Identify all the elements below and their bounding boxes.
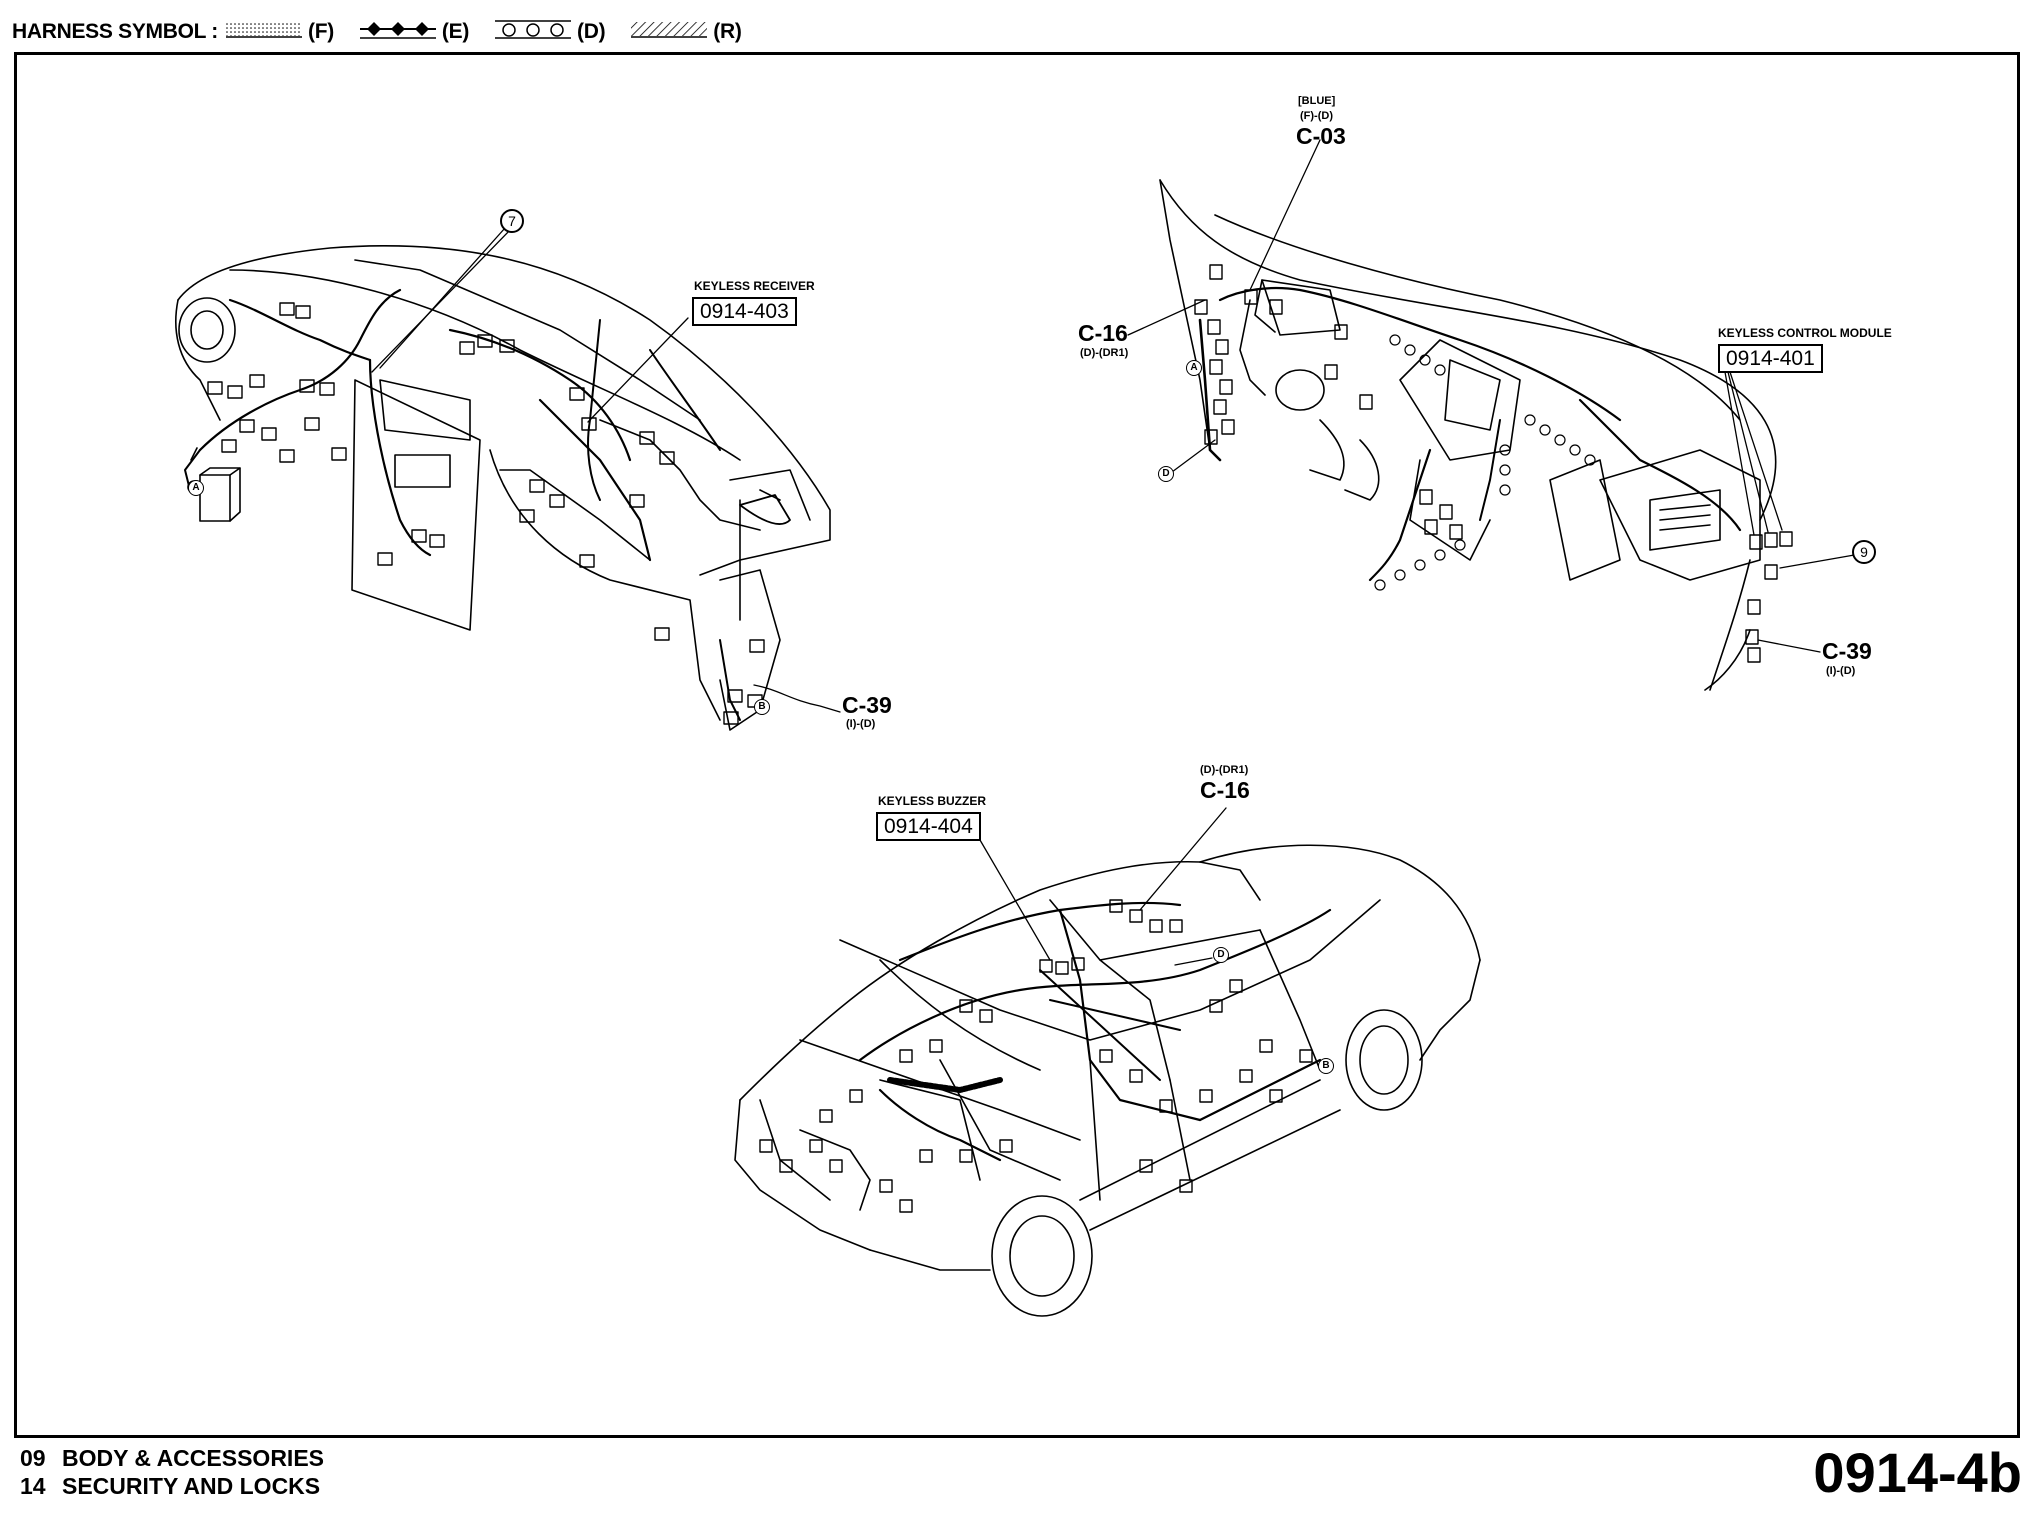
keyless-receiver-label: KEYLESS RECEIVER [694, 279, 815, 293]
keyless-control-module-ref[interactable]: 0914-401 [1718, 344, 1823, 374]
legend-code-f: (F) [308, 20, 334, 43]
right-c39-connector[interactable]: C-39 [1822, 638, 1872, 664]
subsection-number: 14 [20, 1473, 46, 1499]
legend-code-r: (R) [713, 20, 742, 43]
circle-harness-symbol [495, 19, 573, 45]
left-mark-b: B [754, 699, 770, 715]
diagram-frame [14, 52, 2020, 1438]
dotted-harness-symbol [226, 19, 304, 45]
diamond-harness-symbol [359, 19, 438, 45]
left-dashboard-illustration [175, 227, 841, 731]
legend-code-e: (E) [441, 20, 470, 43]
right-c39-sub: (I)-(D) [1826, 665, 1856, 677]
section-heading: 09 BODY & ACCESSORIES 14 SECURITY AND LOCK… [20, 1444, 324, 1500]
legend-code-d: (D) [577, 20, 606, 43]
left-mark-a: A [188, 480, 204, 496]
keyless-receiver-ref[interactable]: 0914-403 [692, 297, 797, 327]
c03-connector[interactable]: C-03 [1296, 123, 1346, 149]
car-c16-connector[interactable]: C-16 [1200, 777, 1250, 803]
car-mark-d: D [1213, 947, 1229, 963]
hatched-harness-symbol [631, 19, 709, 45]
car-c16-sub: (D)-(DR1) [1200, 764, 1249, 776]
page-number: 0914-4b [1813, 1441, 2022, 1504]
keyless-control-module-label: KEYLESS CONTROL MODULE [1718, 326, 1892, 340]
right-mark-a: A [1186, 360, 1202, 376]
car-body-illustration [734, 807, 1481, 1317]
car-mark-b: B [1318, 1058, 1334, 1074]
keyless-buzzer-ref[interactable]: 0914-404 [876, 812, 981, 842]
c03-sub: (F)-(D) [1300, 110, 1333, 122]
right-dashboard-illustration [1127, 139, 1861, 691]
left-c39-connector[interactable]: C-39 [842, 692, 892, 718]
left-c39-sub: (I)-(D) [846, 718, 876, 730]
callout-9: 9 [1852, 540, 1876, 564]
right-c16-sub: (D)-(DR1) [1080, 347, 1129, 359]
callout-7: 7 [500, 209, 524, 233]
section-title: BODY & ACCESSORIES [62, 1445, 324, 1471]
right-mark-d: D [1158, 466, 1174, 482]
section-line: 09 BODY & ACCESSORIES [20, 1444, 324, 1472]
c03-color: [BLUE] [1298, 95, 1336, 107]
subsection-line: 14 SECURITY AND LOCKS [20, 1472, 324, 1500]
section-number: 09 [20, 1445, 46, 1471]
subsection-title: SECURITY AND LOCKS [62, 1473, 321, 1499]
harness-symbol-legend: HARNESS SYMBOL : (F) (E) (D) (R) [12, 14, 742, 50]
right-c16-connector[interactable]: C-16 [1078, 320, 1128, 346]
legend-label: HARNESS SYMBOL : [12, 20, 218, 43]
keyless-buzzer-label: KEYLESS BUZZER [878, 794, 987, 808]
